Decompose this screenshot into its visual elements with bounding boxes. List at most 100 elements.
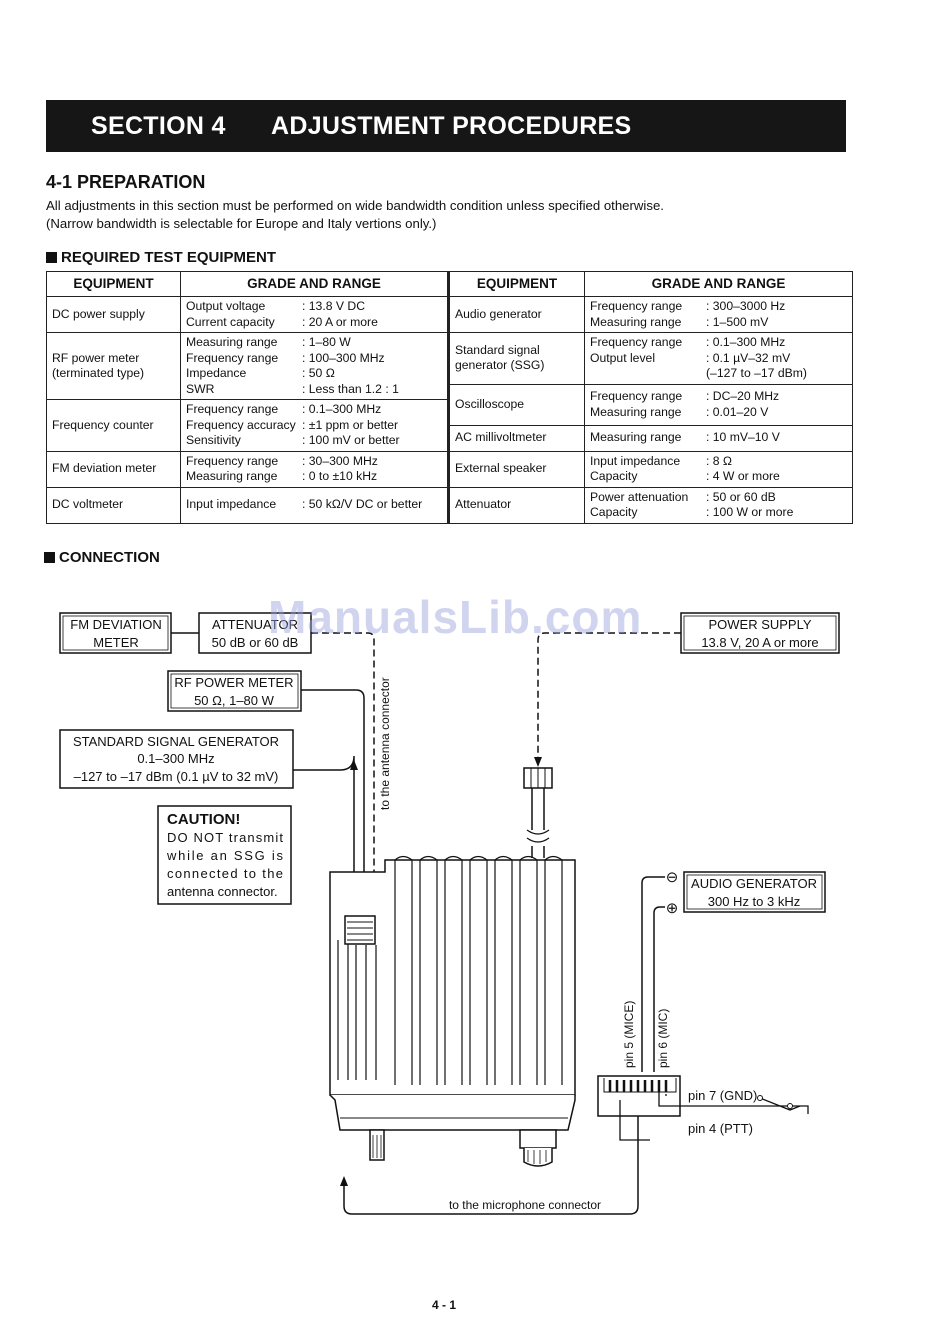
ssg-label-2: 0.1–300 MHz xyxy=(137,751,214,766)
pin5-label: pin 5 (MICE) xyxy=(622,1001,636,1068)
spec-line: Frequency range : 0.1–300 MHz xyxy=(186,402,442,418)
table-row: DC power supply Output voltage : 13.8 V DC… xyxy=(46,296,853,333)
spec-value: : 100 mV or better xyxy=(302,433,400,447)
connection-heading: CONNECTION xyxy=(44,549,160,566)
spec-key: Current capacity xyxy=(186,314,275,329)
spec-value: : ±1 ppm or better xyxy=(302,417,399,432)
preparation-line-2: (Narrow bandwidth is selectable for Euro… xyxy=(46,216,437,231)
spec-value: : 100 W or more xyxy=(706,505,794,519)
equipment-name-line: Attenuator xyxy=(455,497,512,512)
spec-line: Measuring range: 0 to ±10 kHz xyxy=(186,469,442,485)
caution-title: CAUTION! xyxy=(167,811,240,828)
spec-value: : 50 kΩ/V DC or better xyxy=(302,497,423,512)
spec-line: Sensitivity: 100 mV or better xyxy=(186,433,442,449)
spec-value: : 0.01–20 V xyxy=(706,404,769,419)
equipment-name-line: DC voltmeter xyxy=(52,497,124,512)
spec-key: Measuring range xyxy=(590,404,682,419)
attenuator-label-1: ATTENUATOR xyxy=(212,617,298,632)
spec-line: Output voltage : 13.8 V DC xyxy=(186,299,442,315)
spec-line: Frequency range : 300–3000 Hz xyxy=(590,299,847,315)
attenuator-box: ATTENUATOR 50 dB or 60 dB xyxy=(198,612,312,654)
col-grade: GRADE AND RANGE xyxy=(180,271,449,297)
spec-key: Measuring range xyxy=(186,469,278,483)
spec-key: Frequency range xyxy=(590,389,683,404)
spec-line: SWR: Less than 1.2 : 1 xyxy=(186,382,442,398)
preparation-heading: 4-1 PREPARATION xyxy=(46,172,206,192)
audio-generator-box: AUDIO GENERATOR 300 Hz to 3 kHz xyxy=(683,871,826,913)
spec-value: : 8 Ω xyxy=(706,453,733,468)
spec-value: : 0.1–300 MHz xyxy=(706,335,786,349)
table-header-row: EQUIPMENT GRADE AND RANGE EQUIPMENT GRAD… xyxy=(46,271,853,297)
pin4-label: pin 4 (PTT) xyxy=(688,1121,753,1136)
section-header: SECTION 4 ADJUSTMENT PROCEDURES xyxy=(46,100,846,152)
table-row: RF power meter(terminated type)Measuring… xyxy=(46,332,853,400)
spec-line: Frequency range: DC–20 MHz xyxy=(590,389,847,405)
spec-value: : 20 A or more xyxy=(302,314,378,329)
grade-range-cell: Frequency range : 300–3000 Hz Measuring ra… xyxy=(584,296,853,333)
spec-key: Output voltage xyxy=(186,299,266,313)
equipment-name-cell: External speaker xyxy=(447,450,585,488)
mic-connector xyxy=(597,1075,681,1117)
spec-key: Power attenuation xyxy=(590,489,689,504)
spec-key: Impedance xyxy=(186,366,247,380)
audio-generator-label-2: 300 Hz to 3 kHz xyxy=(708,894,801,909)
spec-line: (–127 to –17 dBm) xyxy=(590,366,847,382)
fm-deviation-label-1: FM DEVIATION xyxy=(70,617,161,632)
spec-line: Impedance: 50 Ω xyxy=(186,366,442,382)
spec-key: Frequency range xyxy=(590,299,683,313)
spec-line: Measuring range : 0.01–20 V xyxy=(590,405,847,421)
spec-key: Frequency range xyxy=(186,402,279,416)
minus-terminal-icon: ⊖ xyxy=(666,869,679,886)
equipment-name-cell: Attenuator xyxy=(447,486,585,524)
spec-value: : 100–300 MHz xyxy=(302,350,385,365)
preparation-line-1: All adjustments in this section must be … xyxy=(46,198,664,213)
spec-line: Output level : 0.1 µV–32 mV xyxy=(590,351,847,367)
spec-line: Measuring range: 1–500 mV xyxy=(590,315,847,331)
power-supply-label-2: 13.8 V, 20 A or more xyxy=(701,635,818,650)
antenna-connector-label: to the antenna connector xyxy=(378,677,392,810)
equipment-name-cell: DC voltmeter xyxy=(46,486,181,524)
spec-line: Input impedance: 50 kΩ/V DC or better xyxy=(186,497,442,513)
spec-value: : 30–300 MHz xyxy=(302,453,378,468)
microphone-connector-label: to the microphone connector xyxy=(449,1198,601,1212)
equipment-name-line: generator (SSG) xyxy=(455,358,545,373)
caution-box: CAUTION! DO NOT transmit while an SSG is… xyxy=(157,805,292,905)
spec-value: : 13.8 V DC xyxy=(302,299,365,313)
spec-value: (–127 to –17 dBm) xyxy=(706,366,807,380)
spec-value: : 0.1–300 MHz xyxy=(302,402,382,416)
spec-value: : 300–3000 Hz xyxy=(706,299,786,313)
equipment-name-line: Frequency counter xyxy=(52,417,154,432)
fm-deviation-meter-box: FM DEVIATION METER xyxy=(59,612,172,654)
caution-line-4: antenna connector. xyxy=(167,884,278,899)
ssg-label-1: STANDARD SIGNAL GENERATOR xyxy=(73,734,279,749)
spec-key: SWR xyxy=(186,381,215,396)
spec-line: Input impedance: 8 Ω xyxy=(590,454,847,470)
equipment-name-line: DC power supply xyxy=(52,306,145,321)
spec-value: : 10 mV–10 V xyxy=(706,430,780,445)
equipment-name-line: RF power meter xyxy=(52,350,140,365)
spec-key: Frequency accuracy xyxy=(186,417,296,432)
plus-terminal-icon: ⊕ xyxy=(666,900,679,917)
spec-line: Measuring range: 1–80 W xyxy=(186,335,442,351)
audio-generator-label-1: AUDIO GENERATOR xyxy=(691,876,817,891)
spec-value: : 1–80 W xyxy=(302,335,351,349)
rf-power-meter-label-1: RF POWER METER xyxy=(174,675,293,690)
fm-deviation-label-2: METER xyxy=(93,635,139,650)
spec-line: Current capacity : 20 A or more xyxy=(186,315,442,331)
spec-key xyxy=(590,366,706,382)
caution-line-3: connected to the xyxy=(167,866,283,881)
watermark: ManualsLib.com xyxy=(268,591,643,643)
spec-key: Frequency range xyxy=(186,453,279,468)
spec-key: Output level xyxy=(590,350,656,365)
spec-key: Frequency range xyxy=(590,335,683,349)
equipment-name-line: FM deviation meter xyxy=(52,461,157,476)
grade-range-cell: Measuring range : 10 mV–10 V xyxy=(584,424,853,452)
spec-key: Measuring range xyxy=(590,430,682,445)
spec-value: : 0.1 µV–32 mV xyxy=(706,350,791,365)
